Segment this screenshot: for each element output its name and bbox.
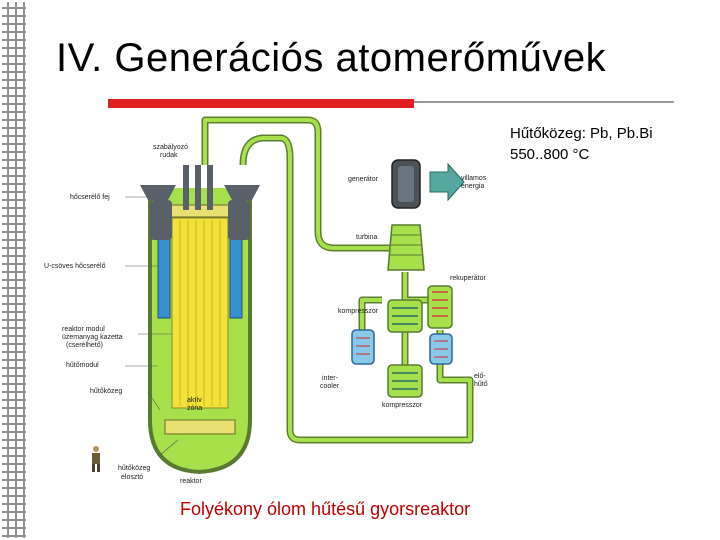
reactor-vessel <box>140 165 260 472</box>
label-intercooler-2: cooler <box>320 383 340 390</box>
label-control-rods-2: rudak <box>160 152 178 159</box>
intercooler-unit <box>352 330 374 364</box>
label-electric-1: villamos <box>461 175 487 182</box>
label-coolant-distributor-2: elosztó <box>121 474 143 481</box>
label-reactor: reaktor <box>180 478 202 485</box>
compressor-top-unit <box>388 300 422 332</box>
label-reactor-module-2: üzemanyag kazetta <box>62 334 123 341</box>
label-control-rods-1: szabályozó <box>153 144 188 151</box>
pump-right <box>224 185 260 240</box>
label-active-zone-2: zóna <box>187 405 202 412</box>
diagram-caption: Folyékony ólom hűtésű gyorsreaktor <box>180 499 470 520</box>
label-active-zone-1: aktív <box>187 397 202 404</box>
label-intercooler-1: inter- <box>322 375 339 382</box>
label-compressor-top: kompresszor <box>338 308 379 315</box>
label-precooler-2: hűtő <box>474 381 488 388</box>
label-coolant-distributor-1: hűtőközeg <box>118 465 150 472</box>
label-heat-exchanger-head: hőcserélő fej <box>70 194 110 201</box>
label-u-tube-hx: U-csöves hőcserélő <box>44 263 106 270</box>
recuperator-unit <box>428 286 452 328</box>
label-recuperator: rekuperátor <box>450 275 486 282</box>
label-reactor-module-1: reaktor modul <box>62 326 105 333</box>
person-scale-figure <box>92 446 100 472</box>
label-electric-2: energia <box>461 183 484 190</box>
label-cooling-module: hűtőmodul <box>66 362 99 369</box>
label-turbine: turbina <box>356 234 378 241</box>
label-compressor-bottom: kompresszor <box>382 402 423 409</box>
turbine-unit <box>388 225 424 270</box>
pump-left <box>140 185 176 240</box>
label-coolant: hűtőközeg <box>90 388 122 395</box>
precooler-unit <box>430 334 452 364</box>
label-generator: generátor <box>348 176 379 183</box>
compressor-bottom-unit <box>388 365 422 397</box>
label-reactor-module-3: (cserélhető) <box>66 342 103 349</box>
generator-unit <box>392 160 464 208</box>
label-precooler-1: elő- <box>474 373 486 380</box>
